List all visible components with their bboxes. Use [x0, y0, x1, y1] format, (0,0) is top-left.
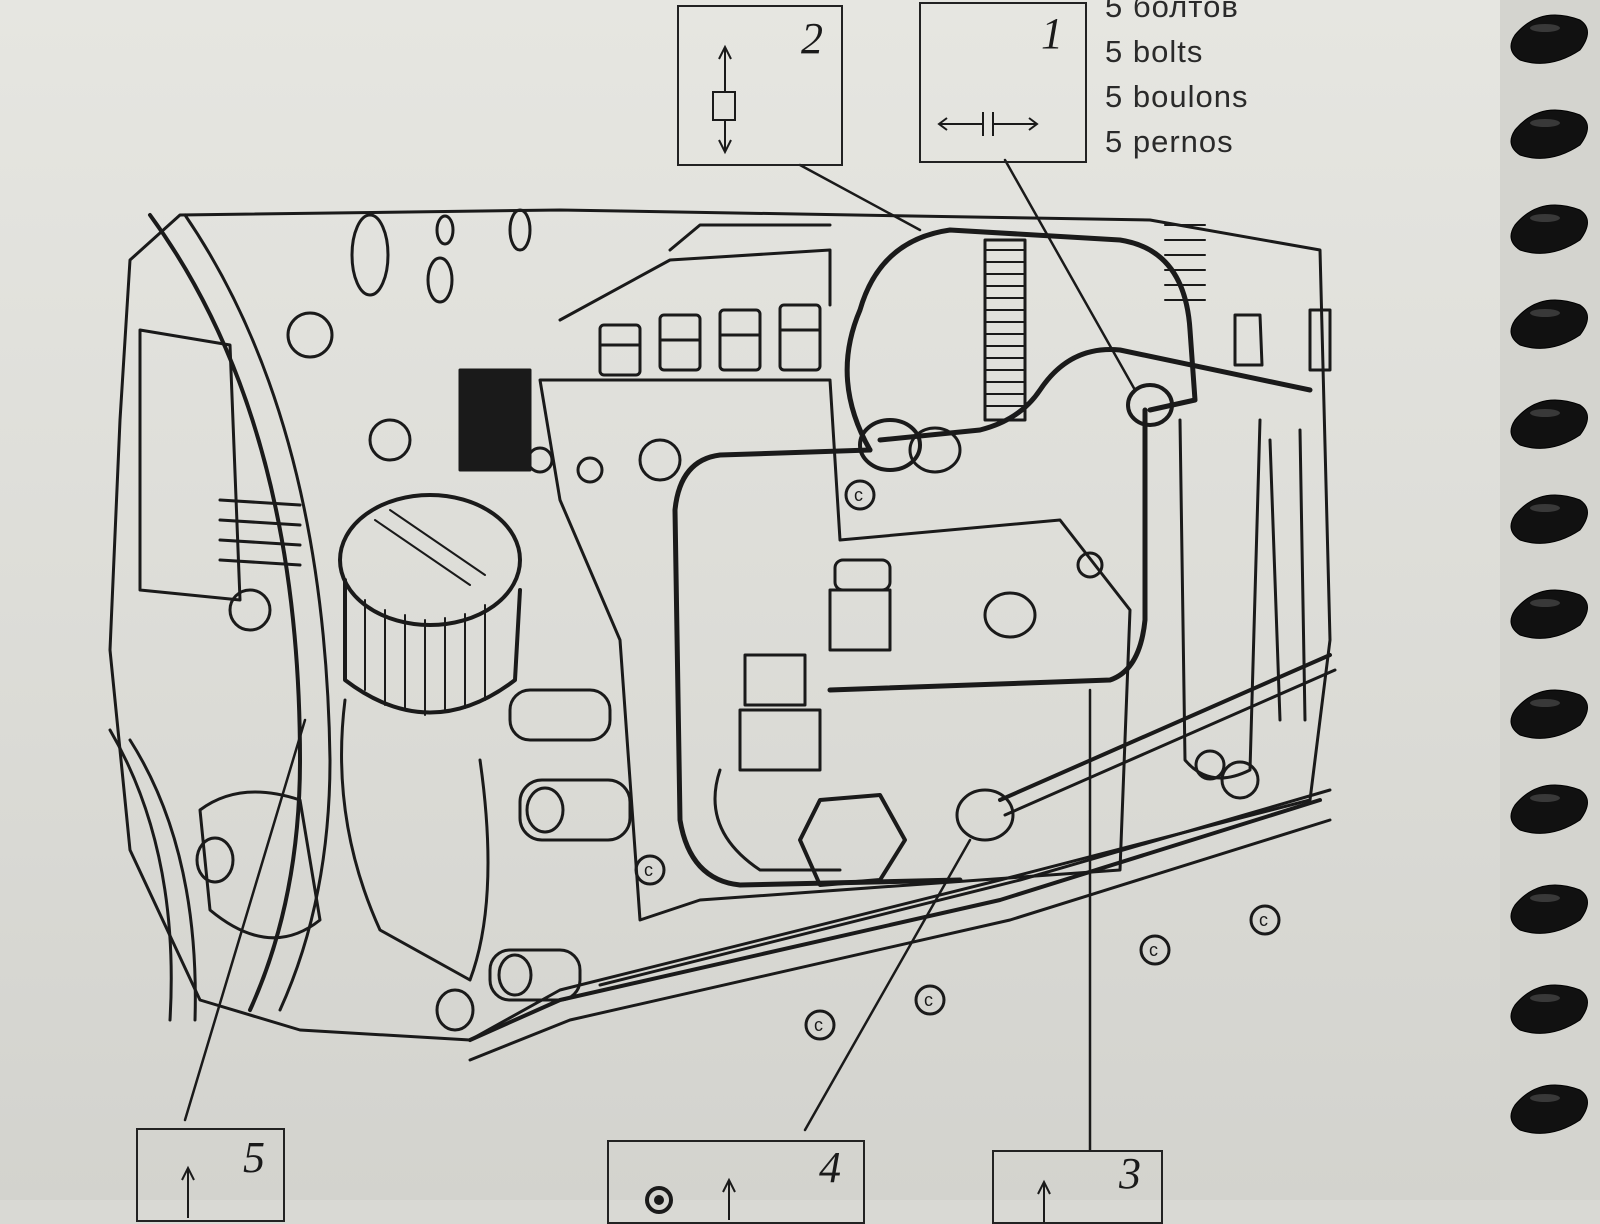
torque-note-es: 5 pernos — [1105, 124, 1234, 159]
torque-note: 5 болтов 5 bolts 5 boulons 5 pernos — [1105, 0, 1248, 164]
svg-text:c: c — [814, 1015, 823, 1035]
spiral-binding — [1500, 0, 1600, 1200]
torque-note-fr: 5 boulons — [1105, 79, 1249, 114]
callout-box-4: 4 — [607, 1140, 865, 1224]
callout-number: 3 — [1119, 1149, 1141, 1198]
arrow-icon — [1037, 1179, 1051, 1222]
svg-text:c: c — [1259, 910, 1268, 930]
callout-box-3: 3 — [992, 1149, 1163, 1224]
spacer-gap-icon — [937, 112, 1039, 136]
engine-illustration: c c c c c c — [108, 158, 1337, 1152]
callout-number: 4 — [819, 1143, 841, 1192]
callout-box-2: 2 — [677, 5, 843, 166]
callout-number: 1 — [1041, 9, 1063, 58]
callout-number: 2 — [801, 14, 823, 63]
svg-text:c: c — [644, 860, 653, 880]
callout-box-5: 5 — [136, 1128, 285, 1222]
svg-text:c: c — [854, 485, 863, 505]
svg-text:c: c — [924, 990, 933, 1010]
callout-box-1: 1 — [919, 2, 1087, 163]
callout-number: 5 — [243, 1133, 265, 1182]
vertical-adjust-icon — [712, 44, 736, 155]
svg-text:c: c — [1149, 940, 1158, 960]
manual-page: c c c c c c 2 1 — [0, 0, 1520, 1224]
arrow-icon — [181, 1165, 195, 1218]
torque-note-en: 5 bolts — [1105, 34, 1204, 69]
torque-note-ru: 5 болтов — [1105, 0, 1239, 24]
circle-arrow-icon — [645, 1177, 736, 1220]
